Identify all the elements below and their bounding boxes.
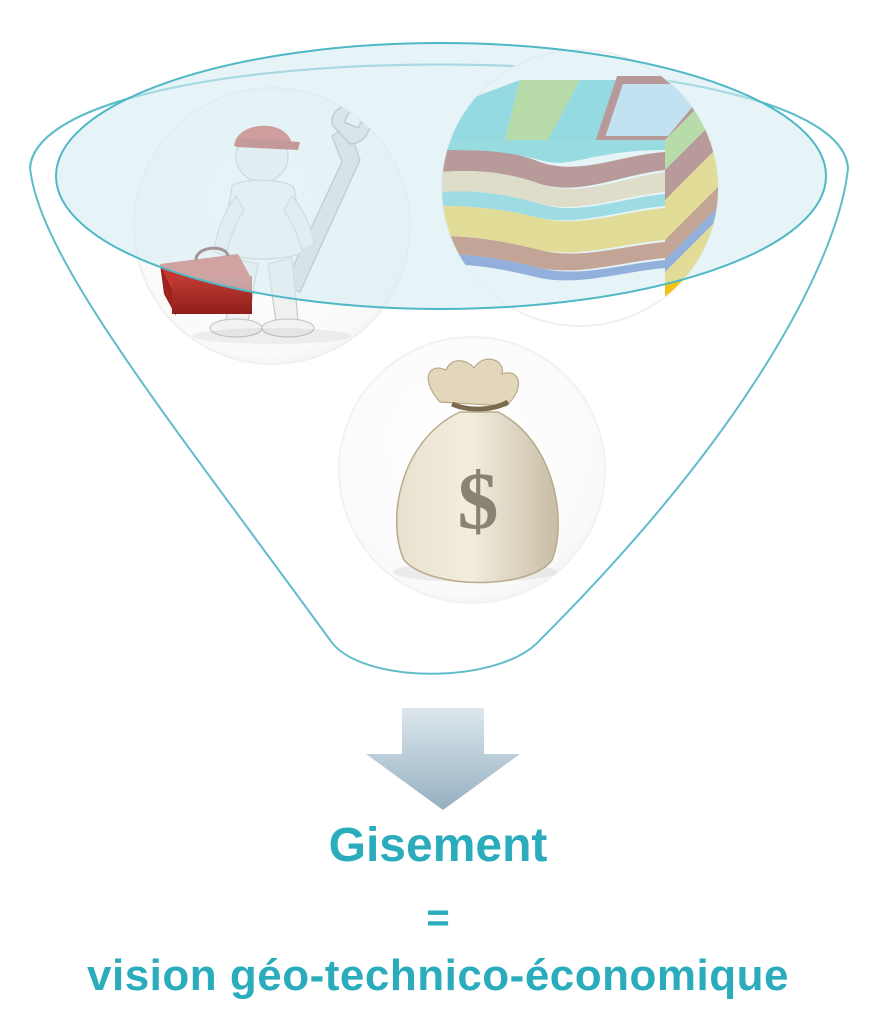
money-circle: $ (338, 336, 606, 604)
caption-equals: = (426, 896, 450, 940)
funnel-rim-fill (55, 42, 827, 310)
funnel-rim (55, 42, 827, 310)
money-symbol: $ (458, 455, 499, 546)
caption-subtitle: vision géo-technico-économique (87, 951, 789, 1000)
money-bag-icon: $ (393, 358, 559, 584)
down-arrow-icon (366, 708, 520, 810)
caption-title: Gisement (328, 819, 548, 872)
